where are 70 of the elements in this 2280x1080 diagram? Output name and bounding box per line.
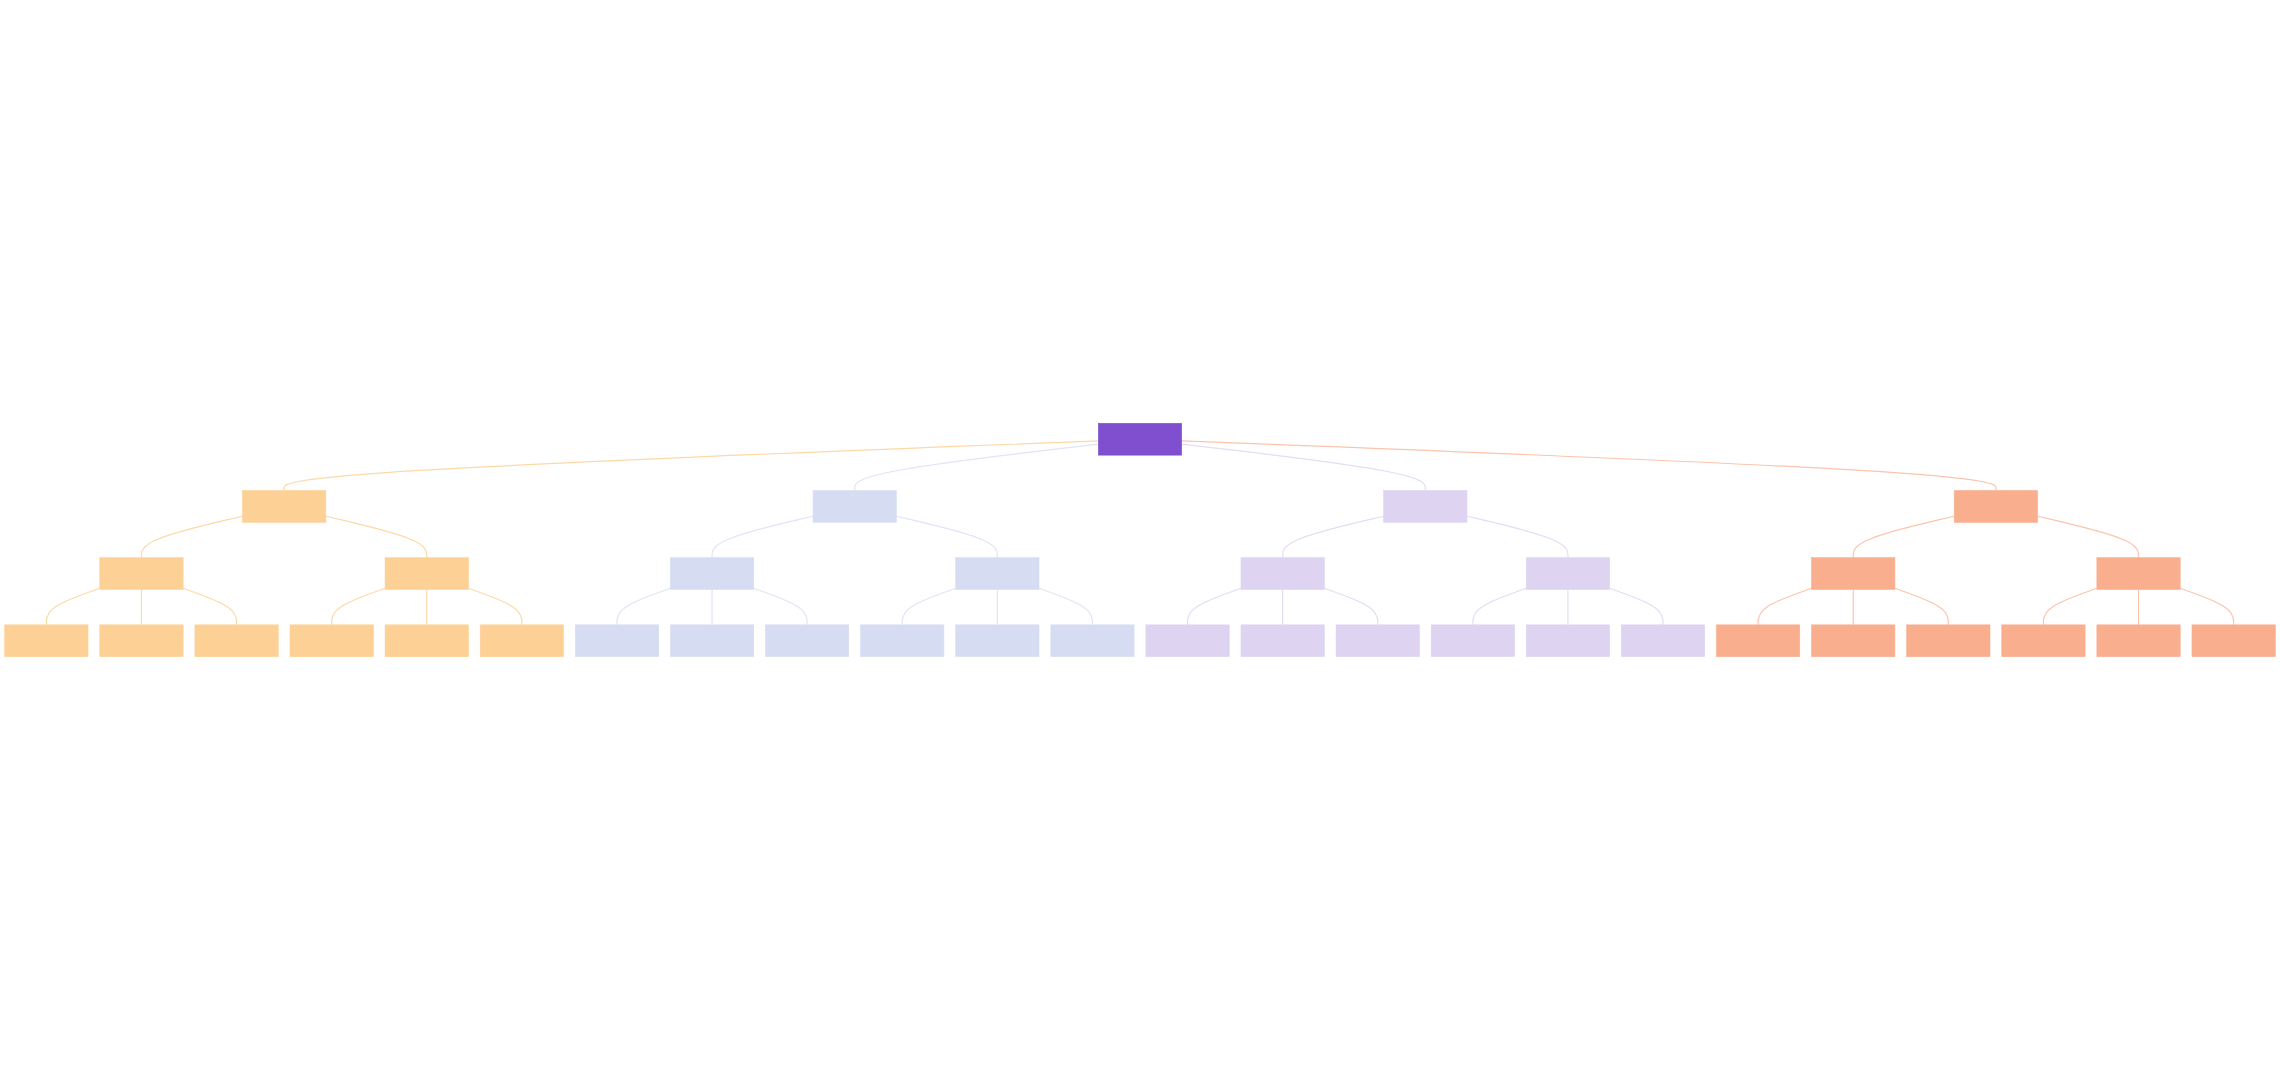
connector — [2137, 588, 2140, 626]
node-box — [1240, 624, 1325, 657]
connector — [182, 587, 238, 626]
node-box — [860, 624, 945, 657]
node-box — [575, 624, 659, 657]
connector — [1852, 588, 1854, 626]
connector — [895, 515, 998, 559]
connector — [1609, 587, 1664, 626]
node-box — [1716, 624, 1801, 657]
connector — [331, 587, 386, 626]
node-box — [99, 557, 184, 590]
node-box — [765, 624, 850, 657]
connector — [45, 587, 101, 626]
node-box — [1526, 557, 1610, 590]
connector — [140, 588, 143, 626]
connector — [140, 515, 244, 559]
connector — [1282, 588, 1284, 626]
connector — [2042, 587, 2098, 626]
connector — [283, 440, 1099, 492]
node-box — [1526, 624, 1610, 657]
node-box — [2191, 624, 2276, 657]
node-box — [4, 624, 89, 657]
node-box — [1335, 624, 1420, 657]
node-box — [2096, 624, 2181, 657]
node-box — [242, 490, 327, 523]
node-box — [2096, 557, 2181, 590]
node-box — [1145, 624, 1230, 657]
connector — [1282, 515, 1385, 559]
node-box — [1811, 557, 1896, 590]
connector — [616, 587, 671, 626]
connector — [1038, 587, 1094, 626]
node-box — [955, 624, 1040, 657]
connector — [1323, 587, 1379, 626]
node-box — [670, 624, 754, 657]
connector — [1757, 587, 1813, 626]
node-box — [1240, 557, 1325, 590]
connector — [1181, 440, 1997, 492]
connector — [1181, 443, 1426, 492]
connector — [711, 515, 814, 559]
node-box — [1811, 624, 1896, 657]
node-box — [194, 624, 279, 657]
node-box — [670, 557, 754, 590]
connector — [2179, 587, 2235, 626]
node-box — [1430, 624, 1515, 657]
node-box — [289, 624, 374, 657]
connector — [1186, 587, 1242, 626]
node-box — [1098, 423, 1182, 456]
node-box — [1906, 624, 1991, 657]
node-box — [1621, 624, 1705, 657]
connector — [2036, 515, 2140, 559]
connector — [901, 587, 957, 626]
node-box — [1953, 490, 2038, 523]
node-box — [384, 557, 469, 590]
connector — [1472, 587, 1527, 626]
node-box — [812, 490, 897, 523]
node-box — [99, 624, 184, 657]
node-box — [479, 624, 564, 657]
node-box — [384, 624, 469, 657]
connector — [753, 587, 808, 626]
connector — [1852, 515, 1955, 559]
connector — [325, 515, 428, 559]
connector — [426, 588, 428, 626]
node-box — [1383, 490, 1468, 523]
connector — [854, 443, 1099, 492]
connector — [1466, 515, 1569, 559]
node-box — [955, 557, 1040, 590]
node-box — [2001, 624, 2086, 657]
node-box — [1050, 624, 1135, 657]
connector — [1894, 587, 1949, 626]
connector — [467, 587, 523, 626]
